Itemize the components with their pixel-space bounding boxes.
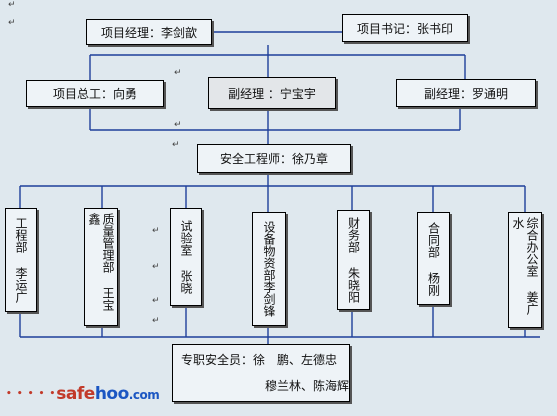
- dept-quality-box: 质量管理部 王宝鑫: [84, 208, 118, 326]
- paragraph-mark-icon: ↵: [152, 262, 160, 272]
- paragraph-mark-icon: ↵: [152, 316, 160, 326]
- safehoo-logo: • • • • •safehoo.com: [6, 384, 160, 404]
- dept-engineering-label: 工程部 李运广: [14, 217, 28, 303]
- project-manager-box: 项目经理：李剑歆: [86, 19, 212, 45]
- dept-lab-box: 试验室 张晓: [170, 208, 202, 306]
- project-secretary-label: 项目书记：张书印: [356, 21, 453, 36]
- paragraph-mark-icon: ↵: [174, 120, 182, 130]
- deputy-manager-1-box: 副经理 ：宁宝宇: [208, 77, 336, 109]
- paragraph-mark-icon: ↵: [152, 296, 160, 306]
- paragraph-mark-icon: ↵: [8, 0, 16, 10]
- dept-equipment-box: 设备物资部李剑锋: [252, 212, 286, 326]
- dept-equipment-label: 设备物资部李剑锋: [262, 221, 276, 317]
- safety-staff-line-2: 穆兰林、陈海辉: [265, 379, 350, 393]
- paragraph-mark-icon: ↵: [8, 18, 16, 28]
- dept-admin-label: 综合办公室 姜广水: [511, 217, 539, 315]
- project-secretary-box: 项目书记：张书印: [342, 14, 468, 42]
- dept-engineering-box: 工程部 李运广: [5, 208, 37, 312]
- dept-lab-label: 试验室 张晓: [179, 220, 193, 294]
- safety-engineer-label: 安全工程师：徐乃章: [219, 152, 328, 166]
- dept-contract-box: 合同部 杨刚: [417, 212, 450, 305]
- chief-engineer-label: 项目总工：向勇: [52, 87, 137, 101]
- paragraph-mark-icon: ↵: [172, 140, 180, 150]
- deputy-manager-1-label: 副经理 ：宁宝宇: [228, 86, 316, 101]
- chief-engineer-box: 项目总工：向勇: [26, 80, 164, 107]
- deputy-manager-2-box: 副经理：罗通明: [396, 79, 536, 107]
- paragraph-mark-icon: ↵: [174, 68, 182, 78]
- safety-staff-line-1: 专职安全员：徐 鹏、左德忠: [181, 353, 338, 367]
- safety-engineer-box: 安全工程师：徐乃章: [197, 144, 351, 173]
- deputy-manager-2-label: 副经理：罗通明: [423, 86, 508, 101]
- dept-admin-box: 综合办公室 姜广水: [508, 212, 542, 328]
- paragraph-mark-icon: ↵: [152, 226, 160, 236]
- project-manager-label: 项目经理：李剑歆: [100, 25, 197, 40]
- dept-finance-label: 财务部 朱晓阳: [346, 217, 361, 303]
- safety-staff-box: 专职安全员：徐 鹏、左德忠 穆兰林、陈海辉: [172, 344, 350, 402]
- dept-quality-label: 质量管理部 王宝鑫: [87, 213, 115, 311]
- dept-finance-box: 财务部 朱晓阳: [337, 210, 370, 310]
- dept-contract-label: 合同部 杨刚: [426, 221, 441, 296]
